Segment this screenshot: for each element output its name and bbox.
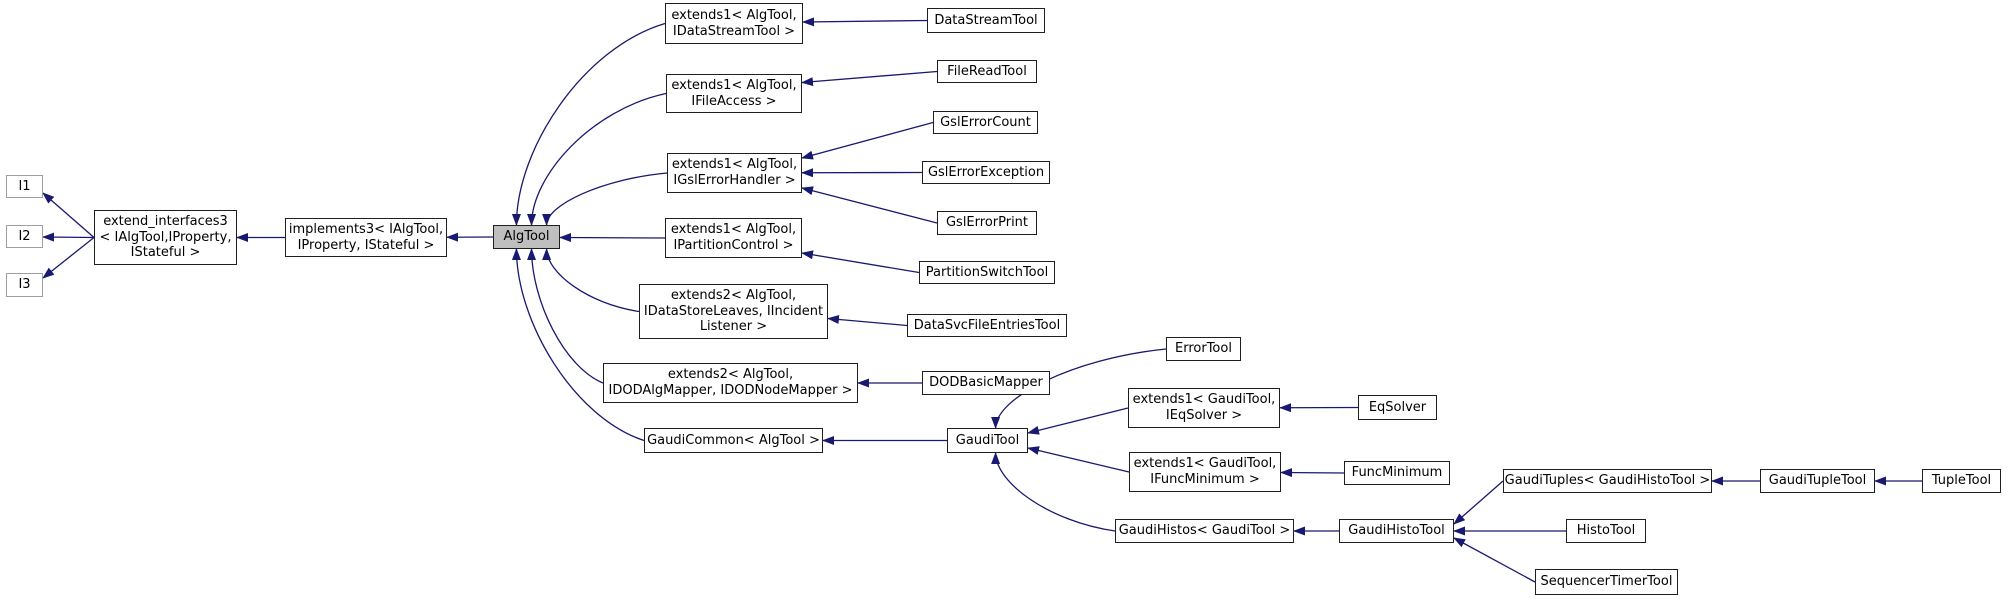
class-node-gauditool[interactable]: GaudiTool	[947, 428, 1028, 453]
class-node-algtool: AlgTool	[493, 225, 560, 249]
class-node-label: I2	[18, 228, 31, 244]
class-node-tupletool[interactable]: TupleTool	[1922, 469, 2001, 493]
class-node-label: implements3< IAlgTool, IProperty, IState…	[288, 221, 444, 253]
class-node-label: GslErrorPrint	[945, 215, 1029, 231]
class-node-ext_gslerror[interactable]: extends1< AlgTool, IGslErrorHandler >	[667, 153, 802, 193]
inheritance-edge-ext_fileaccess-to-algtool	[527, 92, 667, 226]
class-node-gaudicommon[interactable]: GaudiCommon< AlgTool >	[644, 428, 823, 453]
class-node-label: extends1< AlgTool, IFileAccess >	[671, 77, 797, 109]
class-node-label: FuncMinimum	[1351, 465, 1443, 481]
class-node-label: extends1< GaudiTool, IFuncMinimum >	[1133, 456, 1277, 487]
class-node-label: I1	[18, 178, 31, 194]
class-node-label: GaudiTool	[955, 432, 1020, 448]
inheritance-edge-funcminimum-to-ext_funcminimum	[1280, 468, 1345, 478]
class-node-label: SequencerTimerTool	[1540, 574, 1673, 590]
class-node-label: GaudiHistos< GaudiTool >	[1118, 523, 1291, 539]
class-node-sequencertimertool[interactable]: SequencerTimerTool	[1535, 569, 1678, 595]
class-node-label: extends1< AlgTool, IPartitionControl >	[670, 222, 797, 253]
class-node-label: GaudiTuples< GaudiHistoTool >	[1504, 473, 1711, 489]
class-node-label: AlgTool	[503, 229, 550, 245]
inheritance-edge-datasvcfileentriestool-to-ext_datastore	[827, 314, 908, 327]
class-node-label: I3	[18, 277, 31, 293]
class-node-label: extends1< AlgTool, IDataStreamTool >	[671, 7, 797, 39]
class-node-label: HistoTool	[1576, 523, 1636, 539]
class-node-label: DODBasicMapper	[929, 375, 1043, 391]
inheritance-edge-gaudihistos-to-gauditool	[991, 452, 1116, 532]
class-node-extend_interfaces3[interactable]: extend_interfaces3 < IAlgTool,IProperty,…	[94, 210, 237, 265]
class-node-label: ErrorTool	[1175, 341, 1232, 357]
inheritance-edge-datastreamtool-to-ext_datastream	[802, 17, 928, 27]
class-node-ext_datastream[interactable]: extends1< AlgTool, IDataStreamTool >	[665, 3, 803, 44]
class-node-label: EqSolver	[1368, 399, 1427, 415]
class-node-label: GaudiTupleTool	[1768, 473, 1867, 489]
class-node-gaudihistos[interactable]: GaudiHistos< GaudiTool >	[1115, 519, 1294, 543]
inheritance-edge-ext_funcminimum-to-gauditool	[1027, 446, 1130, 473]
class-node-label: GslErrorException	[927, 164, 1045, 180]
inheritance-edge-gaudicommon-to-algtool	[511, 248, 645, 442]
class-node-label: PartitionSwitchTool	[925, 264, 1049, 280]
class-node-gaudituples[interactable]: GaudiTuples< GaudiHistoTool >	[1503, 469, 1712, 493]
class-node-label: extends2< AlgTool, IDODAlgMapper, IDODNo…	[608, 367, 853, 398]
class-node-i3: I3	[6, 273, 43, 297]
inheritance-edge-gslerrorcount-to-ext_gslerror	[801, 121, 934, 160]
inheritance-edge-gaudituples-to-gaudihistotool	[1453, 480, 1504, 525]
class-node-datasvcfileentriestool[interactable]: DataSvcFileEntriesTool	[907, 314, 1067, 337]
class-node-gslerrorexception[interactable]: GslErrorException	[922, 161, 1050, 184]
inheritance-edge-ext_partition-to-algtool	[559, 233, 666, 243]
class-node-implements3[interactable]: implements3< IAlgTool, IProperty, IState…	[285, 218, 447, 257]
class-node-gslerrorcount[interactable]: GslErrorCount	[933, 111, 1038, 134]
class-node-label: GaudiCommon< AlgTool >	[647, 432, 820, 448]
class-node-filereadtool[interactable]: FileReadTool	[937, 60, 1037, 83]
class-node-funcminimum[interactable]: FuncMinimum	[1344, 461, 1450, 485]
inheritance-edge-filereadtool-to-ext_fileaccess	[801, 70, 938, 87]
class-node-gslerrorprint[interactable]: GslErrorPrint	[937, 211, 1037, 235]
inheritance-edge-extend_interfaces3-to-i2	[42, 232, 95, 242]
class-node-eqsolver[interactable]: EqSolver	[1358, 395, 1437, 420]
class-node-label: extends1< AlgTool, IGslErrorHandler >	[671, 157, 798, 188]
class-node-ext_funcminimum[interactable]: extends1< GaudiTool, IFuncMinimum >	[1129, 452, 1281, 492]
class-node-label: DataStreamTool	[934, 12, 1038, 28]
inheritance-edge-ext_dod-to-algtool	[527, 248, 604, 384]
class-node-dodbasicmapper[interactable]: DODBasicMapper	[922, 371, 1050, 395]
inheritance-edge-extend_interfaces3-to-i1	[42, 192, 95, 238]
inheritance-edge-partitionswitchtool-to-ext_partition	[801, 250, 920, 274]
inheritance-edge-ext_datastream-to-algtool	[511, 22, 666, 226]
class-node-partitionswitchtool[interactable]: PartitionSwitchTool	[919, 261, 1055, 284]
class-node-gaudihistotool[interactable]: GaudiHistoTool	[1339, 519, 1454, 543]
class-node-label: GaudiHistoTool	[1348, 523, 1445, 539]
class-node-errortool[interactable]: ErrorTool	[1166, 337, 1241, 361]
class-node-ext_dod[interactable]: extends2< AlgTool, IDODAlgMapper, IDODNo…	[603, 363, 858, 403]
class-node-ext_fileaccess[interactable]: extends1< AlgTool, IFileAccess >	[666, 74, 802, 113]
inheritance-edge-gslerrorprint-to-ext_gslerror	[801, 186, 938, 224]
class-node-label: extend_interfaces3 < IAlgTool,IProperty,…	[99, 213, 232, 261]
inheritance-edge-ext_eqsolver-to-gauditool	[1027, 407, 1129, 435]
inheritance-edge-ext_datastore-to-algtool	[542, 248, 640, 313]
class-node-i2: I2	[6, 225, 43, 248]
class-node-ext_eqsolver[interactable]: extends1< GaudiTool, IEqSolver >	[1128, 388, 1280, 428]
class-node-datastreamtool[interactable]: DataStreamTool	[927, 8, 1045, 33]
class-node-ext_datastore[interactable]: extends2< AlgTool, IDataStoreLeaves, IIn…	[639, 284, 828, 339]
class-node-label: extends2< AlgTool, IDataStoreLeaves, IIn…	[643, 287, 824, 335]
inheritance-edge-sequencertimertool-to-gaudihistotool	[1453, 537, 1536, 583]
class-node-label: extends1< GaudiTool, IEqSolver >	[1132, 392, 1276, 423]
class-node-label: DataSvcFileEntriesTool	[913, 317, 1061, 333]
class-node-histotool[interactable]: HistoTool	[1566, 519, 1646, 543]
inheritance-edge-extend_interfaces3-to-i3	[42, 236, 95, 279]
inheritance-edge-ext_gslerror-to-algtool	[542, 172, 668, 226]
class-node-ext_partition[interactable]: extends1< AlgTool, IPartitionControl >	[665, 218, 802, 258]
class-node-label: TupleTool	[1931, 473, 1992, 489]
class-node-label: GslErrorCount	[940, 114, 1031, 130]
class-node-gauditupletool[interactable]: GaudiTupleTool	[1760, 469, 1875, 493]
class-node-i1: I1	[6, 175, 43, 198]
class-node-label: FileReadTool	[947, 63, 1027, 79]
